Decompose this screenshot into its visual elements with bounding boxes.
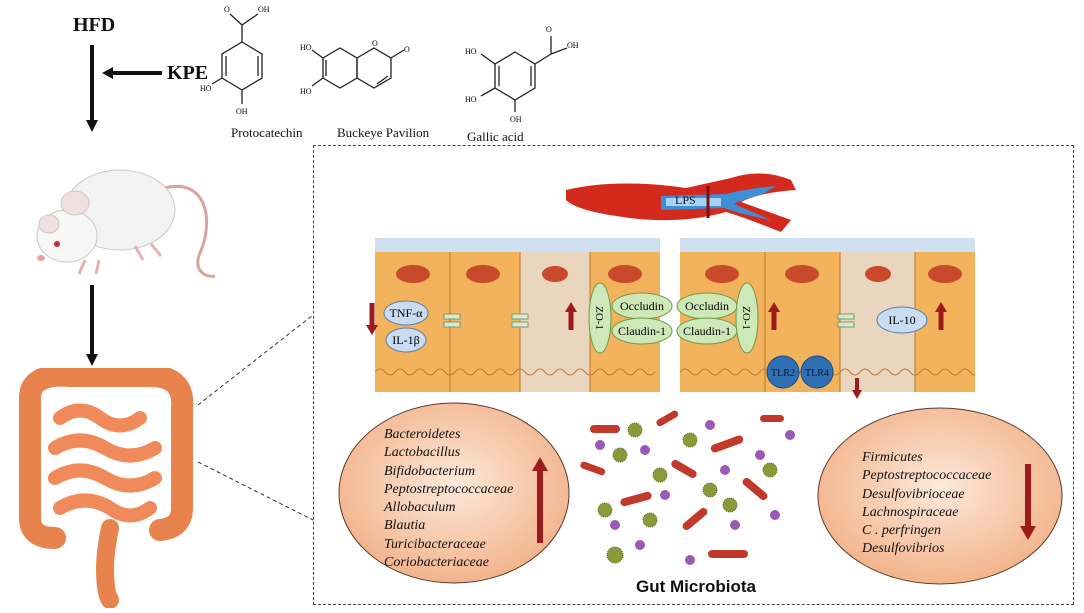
decreased-taxa-bg [817,407,1063,585]
hfd-label: HFD [73,14,116,36]
atom-label: HO [300,87,312,96]
atom-label: HO [300,43,312,52]
equals-sign-1 [443,313,461,328]
tlr2-label: TLR2 [771,368,795,379]
atom-label: O [372,39,378,48]
atom-label: OH [567,41,579,50]
decreased-taxa-arrow [1020,464,1036,540]
increased-taxon: Coriobacteriaceae [384,555,489,571]
zo1-left-label: ZO-1 [593,306,605,330]
decreased-taxon: C . perfringen [862,523,941,539]
compound-name-gallic-acid: Gallic acid [467,129,524,144]
tnf-label: TNF-α [390,306,424,320]
il10-increase-arrow [935,302,947,330]
claudin-left-ellipse [611,317,673,345]
atom-label: HO [465,95,477,104]
increased-taxon: Blautia [384,518,426,534]
increased-taxon: Peptostreptococcaceae [384,481,514,497]
protocatechin-structure: O OH HO OH [200,5,270,116]
atom-label: OH [258,5,270,14]
equals-sign-2 [511,313,529,328]
atom-label: OH [510,115,522,124]
intestine-illustration [19,368,194,608]
zo1-right-ellipse [735,282,759,354]
il10-label: IL-10 [888,313,915,327]
atom-label: O [404,45,410,54]
compound-name-protocatechin: Protocatechin [231,125,303,140]
decreased-taxon: Desulfovibrioceae [862,486,965,502]
increased-taxa-arrow [532,457,548,543]
decreased-taxon: Firmicutes [862,450,923,465]
il1b-ellipse [385,327,427,353]
occludin-right-label: Occludin [685,299,729,313]
compound-name-buckeye-pavilion: Buckeye Pavilion [337,125,430,140]
il10-ellipse [876,306,928,334]
lps-label: LPS [675,193,696,207]
increased-taxa-bg [338,402,570,584]
buckeye-pavilion-structure: O O HO HO [300,39,410,96]
mechanism-panel [313,145,1074,605]
atom-label: OH [236,107,248,116]
increased-taxon: Bifidobacterium [384,463,475,479]
gallic-acid-structure: O OH HO HO OH [465,25,579,124]
decreased-taxon: Desulfovibrios [862,541,945,557]
atom-label: O [224,5,230,14]
atom-label: O [546,25,552,34]
occludin-left-label: Occludin [620,299,664,313]
zo1-increase-arrow-right [768,302,780,330]
decreased-taxon: Peptostreptococcaceae [862,468,992,484]
zo1-increase-arrow-left [565,302,577,330]
kpe-label: KPE [167,62,209,84]
callout-line-bottom [197,461,314,521]
increased-taxa-list: Bacteroidetes Lactobacillus Bifidobacter… [384,426,513,572]
zo1-right-label: ZO-1 [740,306,752,330]
equals-sign-3 [837,313,855,328]
claudin-left-label: Claudin-1 [618,324,666,338]
il1b-label: IL-1β [392,333,419,347]
gut-microbiota-cluster [580,410,795,565]
tlr-decrease-arrow [852,378,862,399]
increased-taxon: Allobaculum [384,500,456,516]
claudin-right-label: Claudin-1 [683,324,731,338]
decreased-taxa-list: Firmicutes Peptostreptococcaceae Desulfo… [862,449,991,559]
increased-taxon: Lactobacillus [384,445,461,461]
callout-line-top [197,314,314,406]
atom-label: HO [200,84,212,93]
tlr2-circle [766,355,800,389]
tnf-ellipse [383,300,429,326]
blood-vessel [566,173,796,232]
tlr4-label: TLR4 [805,368,829,379]
decreased-taxon: Lachnospiraceae [862,504,959,520]
zo1-left-ellipse [588,282,612,354]
atom-label: HO [465,47,477,56]
gut-microbiota-caption: Gut Microbiota [636,577,756,596]
increased-taxon: Bacteroidetes [384,427,461,442]
tnf-decrease-arrow [366,303,378,335]
mouse-illustration [36,169,216,278]
increased-taxon: Turicibacteraceae [384,536,486,552]
tlr4-circle [800,355,834,389]
